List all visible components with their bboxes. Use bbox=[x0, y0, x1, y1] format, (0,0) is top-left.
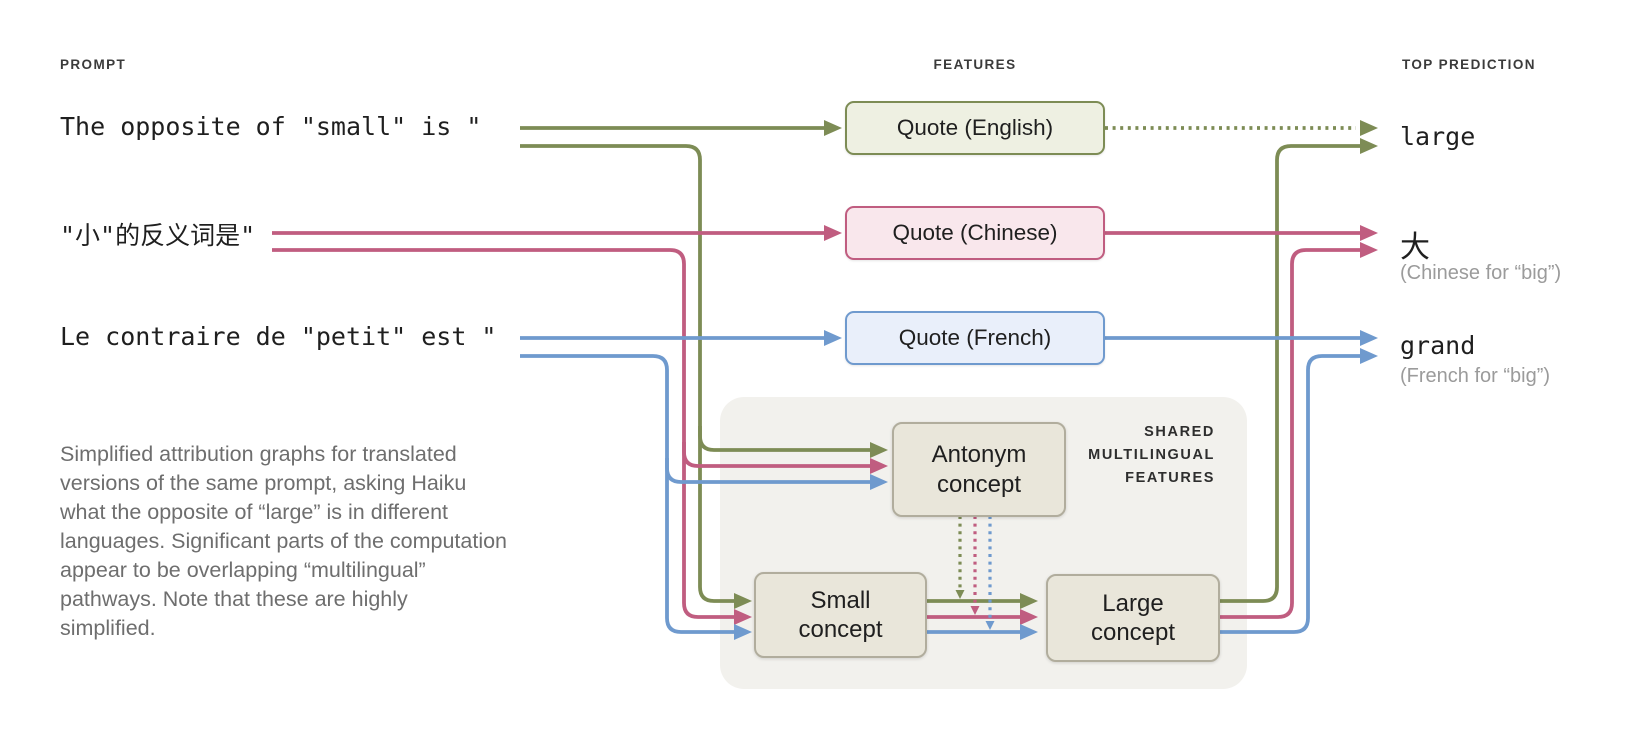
feature-box-quote-english: Quote (English) bbox=[845, 101, 1105, 155]
edge-large-to-prediction-chinese bbox=[1216, 242, 1378, 619]
edge-french-prompt-to-quote bbox=[520, 330, 842, 346]
edge-antonym-influence-english-dotted bbox=[955, 516, 965, 599]
concept-box-large-label: Large concept bbox=[1090, 589, 1176, 646]
edge-quote-english-to-prediction-dotted bbox=[1105, 120, 1378, 136]
edge-antonym-influence-chinese-dotted bbox=[970, 516, 980, 615]
prompt-french: Le contraire de "petit" est " bbox=[60, 322, 497, 351]
feature-box-quote-english-label: Quote (English) bbox=[896, 115, 1054, 140]
edge-small-to-large-english bbox=[923, 593, 1038, 609]
shared-features-label: SHARED MULTILINGUAL FEATURES bbox=[1088, 424, 1215, 486]
concept-box-antonym-label: Antonym concept bbox=[931, 441, 1027, 498]
edge-small-to-large-french bbox=[923, 624, 1038, 640]
feature-box-quote-chinese: Quote (Chinese) bbox=[845, 206, 1105, 260]
prompt-chinese: "小"的反义词是" bbox=[60, 221, 256, 250]
edge-french-prompt-to-concepts bbox=[520, 354, 888, 640]
feature-box-quote-french-label: Quote (French) bbox=[898, 325, 1052, 350]
top-prediction-column-header: TOP PREDICTION bbox=[1402, 57, 1536, 72]
concept-box-small-label: Small concept bbox=[798, 586, 883, 643]
edge-small-to-large-chinese bbox=[923, 609, 1038, 625]
prediction-french-note: (French for “big”) bbox=[1400, 365, 1551, 387]
edge-large-to-prediction-french bbox=[1216, 348, 1378, 634]
edge-quote-french-to-prediction bbox=[1105, 330, 1378, 346]
prompt-english: The opposite of "small" is " bbox=[60, 112, 482, 141]
edge-large-to-prediction-english bbox=[1216, 138, 1378, 603]
edge-quote-chinese-to-prediction bbox=[1105, 225, 1378, 241]
concept-box-antonym: Antonym concept bbox=[892, 422, 1066, 517]
edge-english-prompt-to-quote bbox=[520, 120, 842, 136]
edge-chinese-prompt-to-quote bbox=[272, 225, 842, 241]
prediction-chinese-note: (Chinese for “big”) bbox=[1400, 262, 1562, 284]
figure-caption: Simplified attribution graphs for transl… bbox=[60, 442, 508, 640]
edge-chinese-prompt-to-concepts bbox=[272, 248, 888, 625]
feature-box-quote-french: Quote (French) bbox=[845, 311, 1105, 365]
prompt-column-header: PROMPT bbox=[60, 57, 127, 72]
feature-box-quote-chinese-label: Quote (Chinese) bbox=[892, 220, 1058, 245]
edge-antonym-influence-french-dotted bbox=[985, 516, 995, 630]
prediction-french: grand bbox=[1400, 331, 1476, 360]
concept-box-large: Large concept bbox=[1046, 574, 1220, 662]
concept-box-small: Small concept bbox=[754, 572, 927, 658]
prediction-english: large bbox=[1400, 122, 1476, 151]
edge-english-prompt-to-concepts bbox=[520, 144, 888, 609]
features-column-header: FEATURES bbox=[933, 57, 1017, 72]
prediction-chinese: 大 bbox=[1400, 230, 1430, 265]
